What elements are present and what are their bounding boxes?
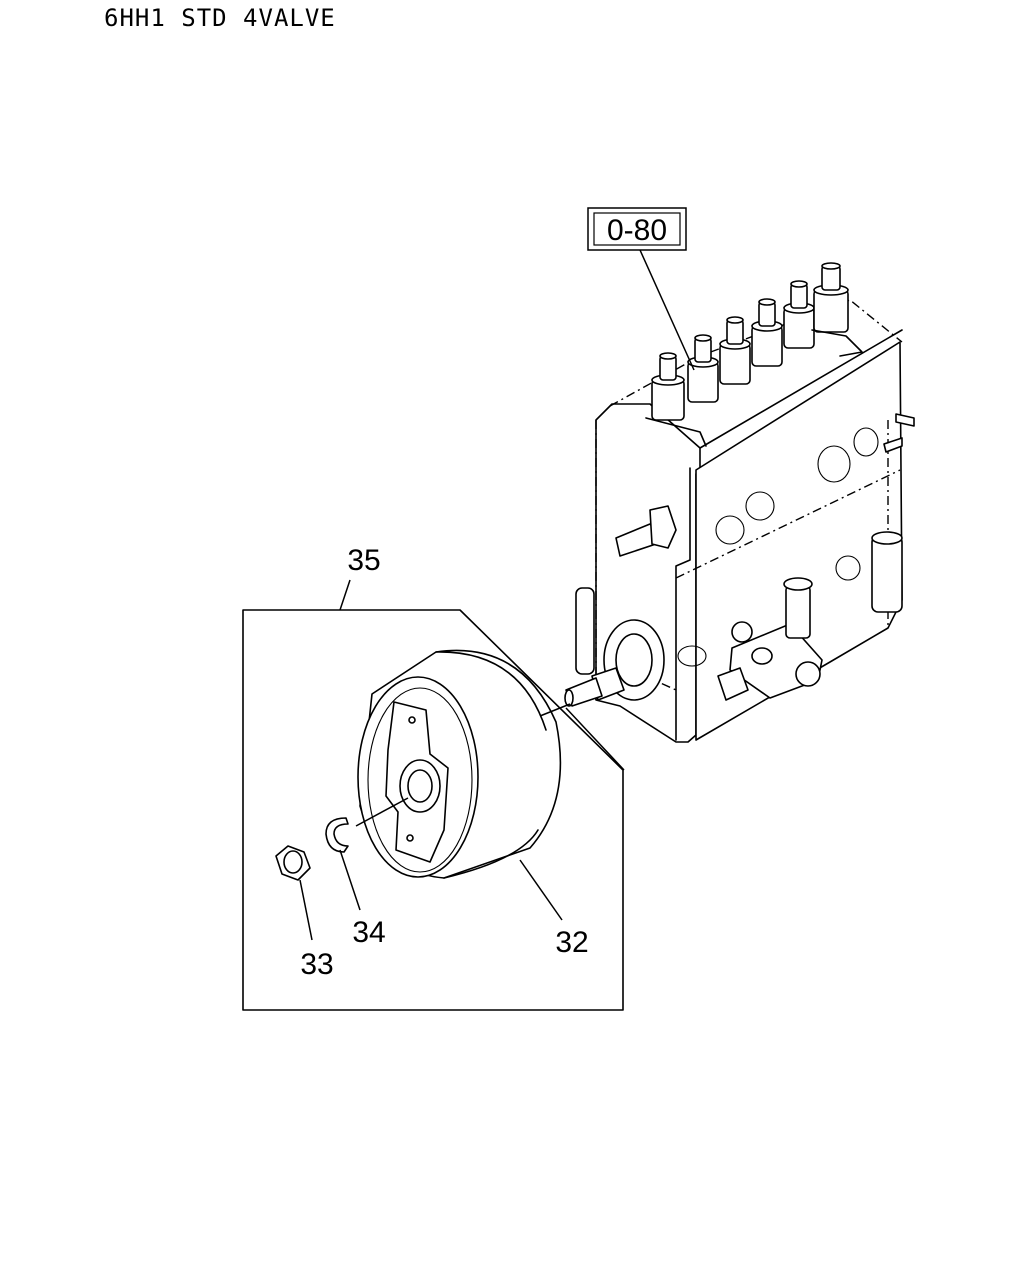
governor-cluster [717, 577, 823, 701]
lock-washer-drawing [325, 797, 409, 853]
callout-35: 35 [347, 544, 380, 577]
nut-drawing [275, 845, 311, 881]
side-ports [615, 413, 915, 667]
kit-frame [242, 579, 624, 1011]
drive-shaft-end [564, 587, 665, 707]
callout-34: 34 [352, 916, 385, 949]
coupling-drawing [357, 649, 625, 879]
delivery-valve-holders [645, 262, 863, 447]
injection-pump-drawing [564, 262, 915, 743]
assembly-reference-label: 0-80 [607, 214, 667, 247]
callout-32: 32 [555, 926, 588, 959]
callout-33: 33 [300, 948, 333, 981]
page-title: 6HH1 STD 4VALVE [104, 4, 336, 32]
assembly-reference: 0-80 [587, 207, 695, 371]
